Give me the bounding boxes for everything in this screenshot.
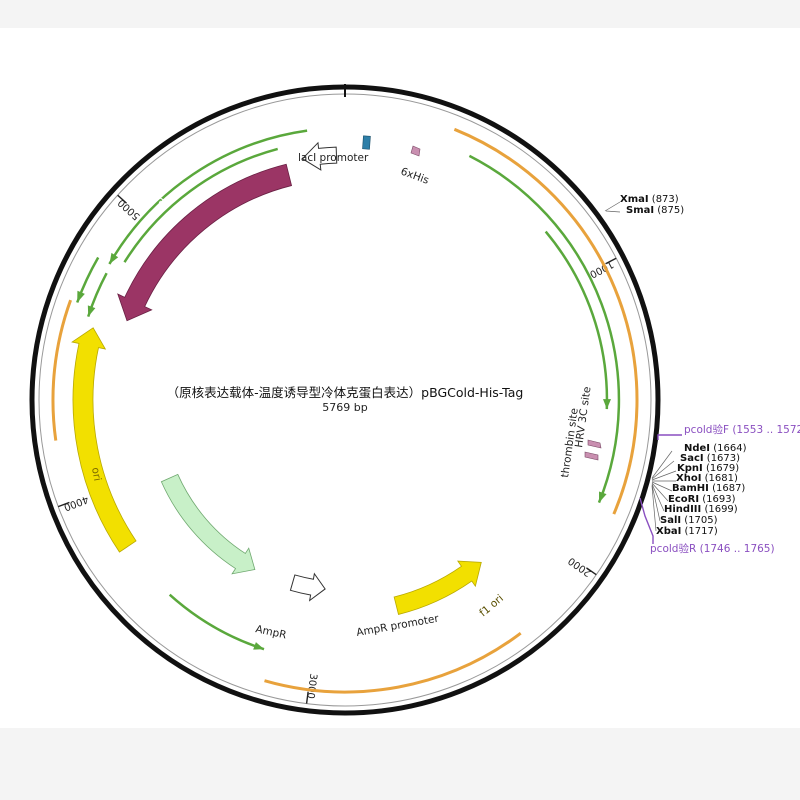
restriction-site[interactable]: SalI (1705) — [660, 515, 718, 526]
hrv-marker[interactable] — [587, 439, 602, 449]
bp-tick-mark — [117, 194, 128, 204]
feature-ampr[interactable] — [160, 473, 256, 575]
orf-arc-top-2 — [123, 147, 279, 263]
orf-arc-bottom — [168, 593, 265, 651]
feature-laci-promoter[interactable] — [301, 141, 338, 171]
restriction-site[interactable]: BamHI (1687) — [672, 483, 745, 494]
orf-arrowhead — [602, 399, 611, 410]
restriction-site[interactable]: HindIII (1699) — [664, 504, 738, 515]
map-title: （原核表达载体-温度诱导型冷体克蛋白表达）pBGCold-His-Tag — [167, 385, 524, 400]
laci-marker — [362, 135, 371, 150]
orf-arc-right-2 — [544, 230, 609, 410]
orf-arc-right-1 — [468, 154, 621, 504]
feature-f1-ori[interactable] — [393, 560, 482, 615]
primer-r-line — [639, 497, 654, 544]
primer-f[interactable]: pcold验F (1553 .. 1572) — [684, 423, 800, 436]
primer-r[interactable]: pcold验R (1746 .. 1765) — [650, 542, 775, 555]
restriction-site[interactable]: SacI (1673) — [680, 453, 740, 464]
restriction-site[interactable]: KpnI (1679) — [677, 463, 739, 474]
orf-arrowheads — [77, 252, 611, 650]
orange-arc-bottom — [264, 632, 522, 694]
feature-ori[interactable] — [71, 327, 137, 553]
bp-tick-label: 3000 — [304, 673, 318, 700]
orange-arc-left — [51, 299, 73, 441]
label-ori: ori — [89, 466, 103, 482]
orf-arrowhead — [109, 252, 119, 264]
restriction-site[interactable]: EcoRI (1693) — [668, 494, 736, 505]
map-size: 5769 bp — [322, 401, 367, 414]
bp-tick-mark — [586, 567, 597, 576]
orange-arcs — [51, 127, 639, 694]
orf-arrowhead — [77, 290, 85, 303]
feature-laci[interactable] — [117, 163, 293, 322]
site-leaders — [604, 201, 677, 532]
feature-ampr-promoter[interactable] — [289, 572, 326, 602]
orf-arrowhead — [599, 491, 607, 503]
orf-arrowhead — [87, 305, 96, 317]
label-laci-promoter: lacI promoter — [298, 152, 369, 164]
restriction-site[interactable]: SmaI (875) — [626, 205, 684, 216]
primer-f-line — [657, 434, 682, 440]
restriction-sites: XmaI (873)SmaI (875) NdeI (1664)SacI (167… — [620, 194, 747, 537]
orange-arc-right — [453, 127, 639, 515]
restriction-site[interactable]: XhoI (1681) — [676, 473, 738, 484]
orf-arc-top-1 — [108, 129, 308, 265]
restriction-site[interactable]: XmaI (873) — [620, 194, 679, 205]
his-tag-marker[interactable] — [410, 145, 421, 157]
thrombin-marker[interactable] — [584, 451, 599, 461]
bp-tick-mark — [57, 501, 70, 508]
restriction-site[interactable]: NdeI (1664) — [684, 443, 747, 454]
orf-arcs — [76, 129, 621, 651]
bp-tick-mark — [305, 691, 309, 704]
bp-tick-mark — [605, 257, 617, 265]
restriction-site[interactable]: XbaI (1717) — [656, 526, 718, 537]
orf-arrowhead — [253, 642, 265, 650]
